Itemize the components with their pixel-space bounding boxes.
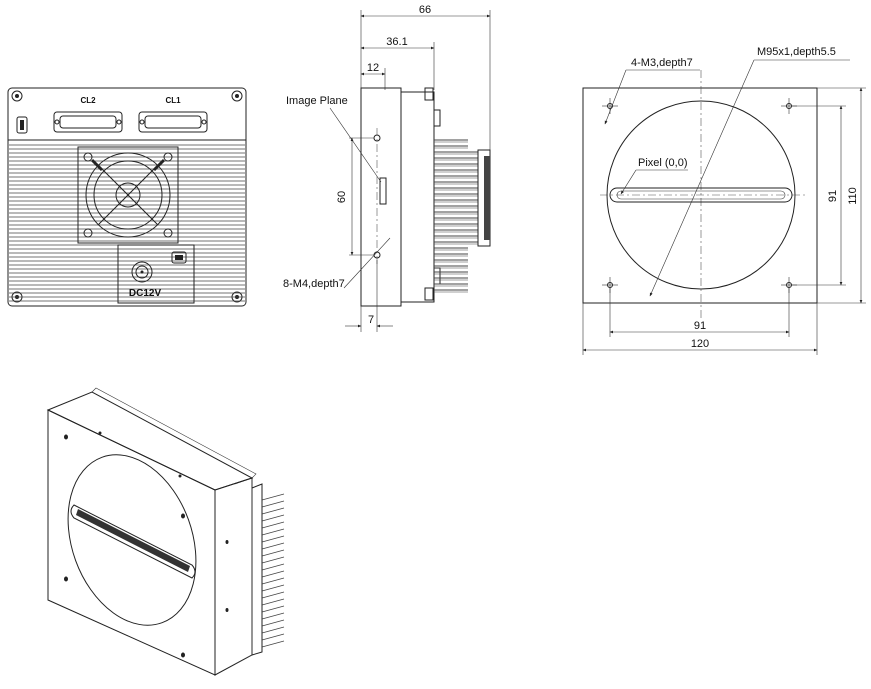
m4-holes-label: 8-M4,depth7 [283,278,345,290]
fin-line [261,577,285,585]
image-plane-marker [379,177,387,205]
dim-overall-depth: 66 [419,4,431,16]
fin-line [261,528,285,536]
image-plane-label: Image Plane [286,95,348,107]
fin-line [261,626,285,634]
fin-line [261,542,285,550]
fin-line [261,633,285,641]
fin-line [261,563,285,571]
fin-line [261,570,285,578]
sensor-slot [609,187,793,203]
fin-line [261,619,285,627]
dim-hole-spacing: 60 [336,191,348,203]
connector-label-cl1: CL1 [165,96,181,105]
side-body [400,91,435,303]
power-connector-icon [131,261,153,283]
m3-hole-icon [602,98,797,293]
fin-line [261,521,285,529]
iso-body-side [214,477,253,676]
iso-sensor-slot [70,504,196,579]
pixel-origin-label: Pixel (0,0) [638,157,688,169]
dim-hole-offset: 7 [368,314,374,326]
dim-hole-vertical: 91 [827,190,839,202]
connector-label-cl2: CL2 [80,96,96,105]
corner-screw-icon [11,90,243,303]
fin-line [261,500,285,508]
fin-line [261,514,285,522]
fin-line [261,584,285,592]
fin-line [261,549,285,557]
iso-lens-mount [67,454,197,626]
fin-line [261,535,285,543]
dim-height: 110 [847,187,859,205]
power-panel: DC12V [117,244,195,304]
dim-width: 120 [691,338,709,350]
side-heat-fins [434,139,478,293]
mount-holes-label: 4-M3,depth7 [631,57,693,69]
io-port-icon [171,251,187,264]
heat-fins [9,144,245,302]
thread-label: M95x1,depth5.5 [757,46,836,58]
fin-line [261,640,285,648]
fin-line [261,598,285,606]
isometric-view [46,387,285,676]
status-led-icon [16,116,28,134]
side-front-plate [360,87,402,307]
power-label: DC12V [129,288,162,299]
fin-line [261,612,285,620]
dim-image-plane-depth: 36.1 [386,36,407,48]
iso-front-face [47,409,216,676]
cl2-connector-icon [53,111,123,133]
rear-housing [7,87,247,307]
dim-hole-horizontal: 91 [694,320,706,332]
fan-icon [77,146,179,244]
cl1-connector-icon [138,111,208,133]
side-view: 66 36.1 12 Image Plane 60 8-M4,depth7 [283,4,491,332]
dim-flange-depth: 12 [367,62,379,74]
rear-view: CL2 CL1 [7,87,247,307]
fin-line [261,507,285,515]
iso-top-face [46,391,254,491]
fin-line [261,556,285,564]
fin-line [261,605,285,613]
iso-heat-fins [261,493,285,648]
front-view: 4-M3,depth7 M95x1,depth5.5 Pixel (0,0) 9… [582,46,866,355]
fin-line [261,591,285,599]
front-plate [582,87,818,304]
fin-line [261,493,285,501]
